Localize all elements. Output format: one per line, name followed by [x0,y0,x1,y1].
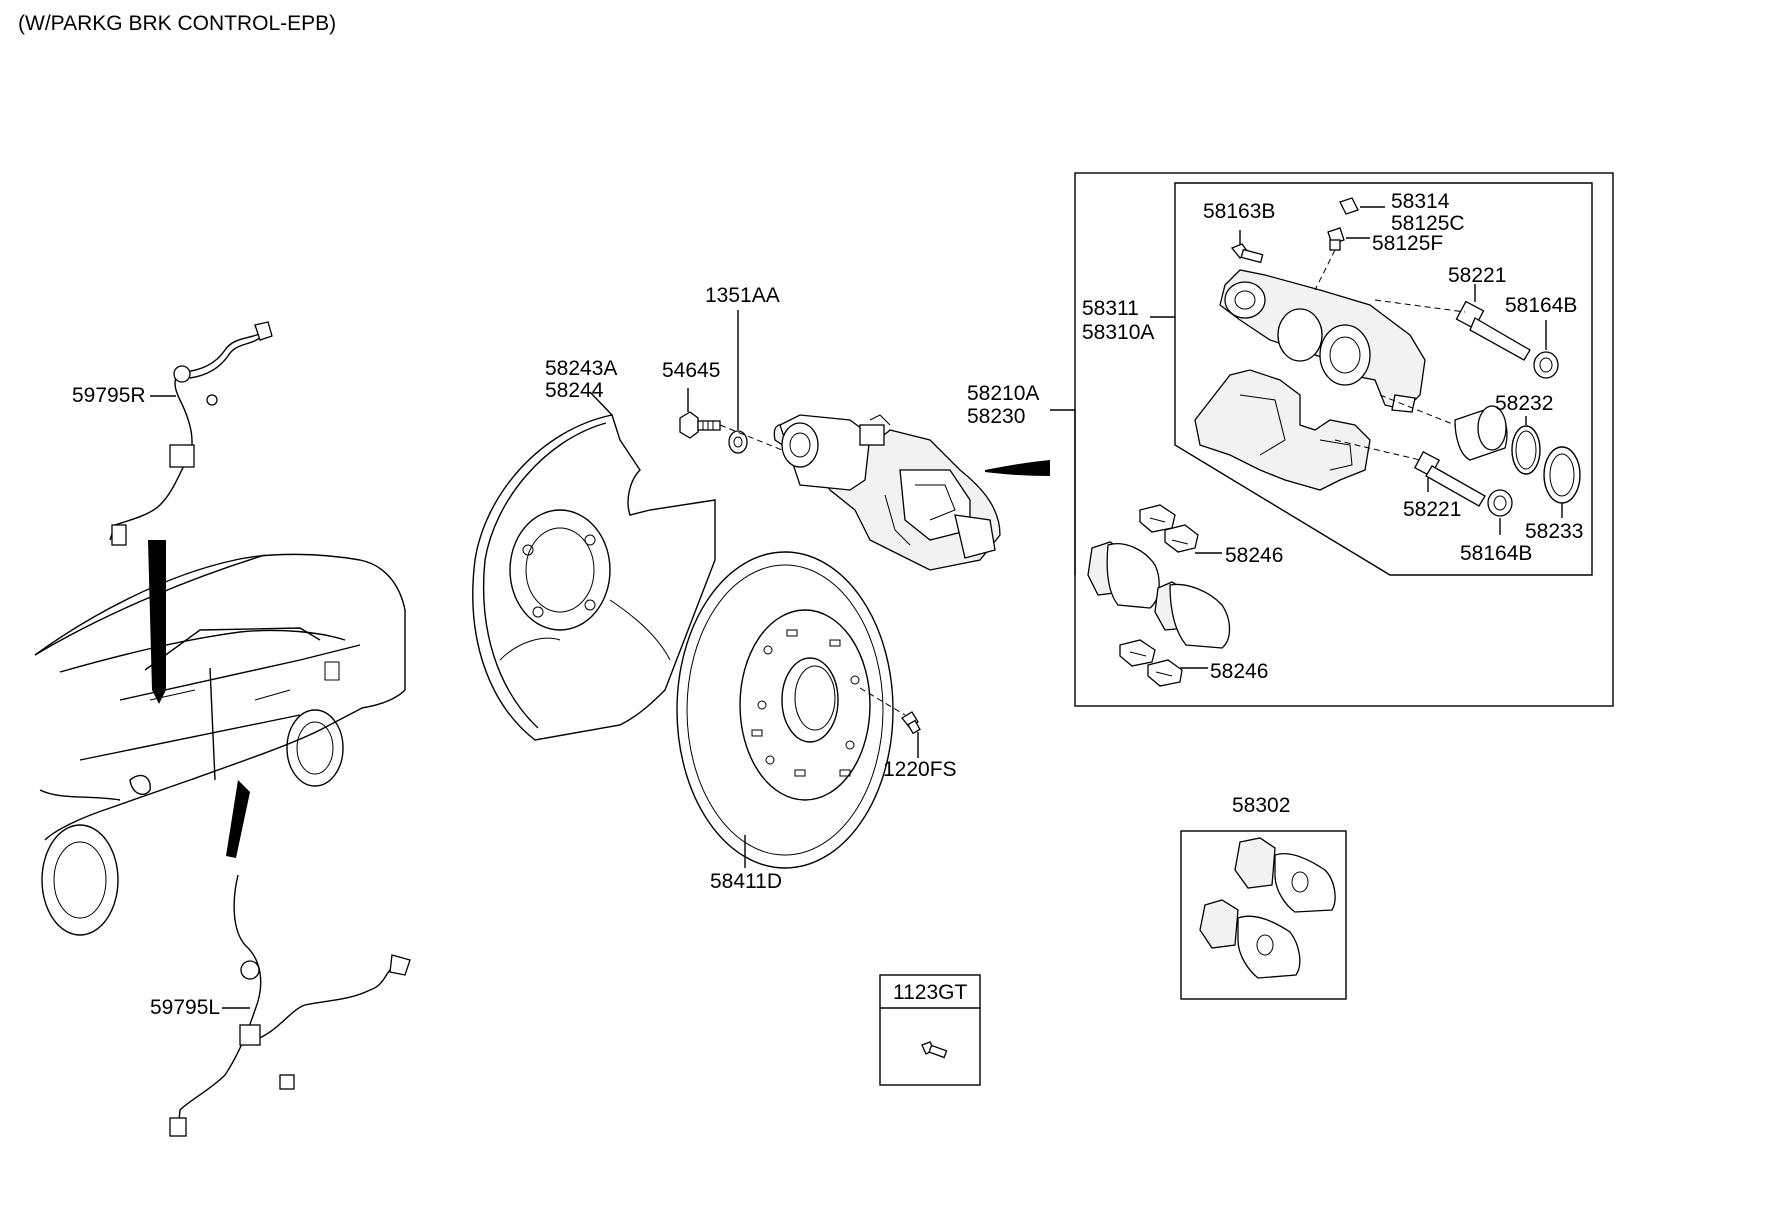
part-box-1123GT[interactable] [879,974,981,1086]
front-sensor-pointer [148,540,166,704]
label-58164B-upper: 58164B [1505,294,1577,317]
label-58163B: 58163B [1203,200,1275,223]
caliper-detail-pointer [985,460,1050,476]
pad-clip-58246-upper[interactable] [1139,504,1199,553]
label-58311: 58311 [1082,297,1139,320]
label-54645: 54645 [662,359,720,382]
label-58164B-lower: 58164B [1460,542,1532,565]
label-58233: 58233 [1525,520,1583,543]
guide-pin-58221-upper[interactable] [1455,300,1531,361]
bolt-54645[interactable] [679,411,721,439]
caliper-bracket[interactable] [1194,369,1371,491]
pad-clip-58246-lower[interactable] [1119,639,1183,687]
label-58243A: 58243A [545,357,617,380]
washer-1351AA[interactable] [728,430,748,454]
label-59795R: 59795R [72,384,146,407]
caliper-housing[interactable] [1219,269,1426,413]
part-box-58302[interactable] [1180,830,1347,1000]
boot-58164B-upper[interactable] [1533,351,1559,379]
wheel-sensor-59795R[interactable] [109,321,273,546]
label-59795L: 59795L [150,996,220,1019]
bleeder-cap-58314[interactable] [1339,197,1359,215]
dust-boot-58233[interactable] [1543,446,1581,504]
label-58125F: 58125F [1372,232,1443,255]
screw-1220FS[interactable] [901,711,921,735]
label-58221-lower: 58221 [1403,498,1461,521]
label-58302: 58302 [1232,794,1290,817]
caliper-assembly-epb[interactable] [719,414,1001,571]
label-58244: 58244 [545,379,604,402]
label-58125C: 58125C [1391,212,1465,235]
label-58230: 58230 [967,405,1025,428]
label-1351AA: 1351AA [705,284,780,307]
label-58411D: 58411D [710,870,782,893]
label-58221-upper: 58221 [1448,264,1506,287]
label-1220FS: 1220FS [883,758,957,781]
wheel-sensor-59795L[interactable] [169,874,411,1137]
caliper-detail-box [1074,172,1614,707]
bolt-58163B[interactable] [1230,243,1264,264]
rear-sensor-pointer [226,780,250,858]
vehicle-illustration [34,553,406,936]
label-58246-lower: 58246 [1210,660,1268,683]
brake-pads[interactable] [1087,541,1231,649]
caliper-inner-box [1174,182,1593,576]
label-58246-upper: 58246 [1225,544,1283,567]
label-58210A: 58210A [967,382,1039,405]
guide-pin-58221-lower[interactable] [1413,450,1486,507]
brake-disc[interactable] [676,551,894,869]
label-1123GT: 1123GT [893,981,967,1004]
label-58314: 58314 [1391,190,1450,213]
diagram-title: (W/PARKG BRK CONTROL-EPB) [18,12,336,35]
boot-58164B-lower[interactable] [1487,489,1513,517]
bleeder-screw-58125F[interactable] [1327,227,1345,251]
label-58232: 58232 [1495,392,1553,415]
dust-shield[interactable] [472,414,716,741]
label-58310A: 58310A [1082,321,1154,344]
piston[interactable] [1454,405,1508,461]
seal-58232[interactable] [1511,425,1541,475]
